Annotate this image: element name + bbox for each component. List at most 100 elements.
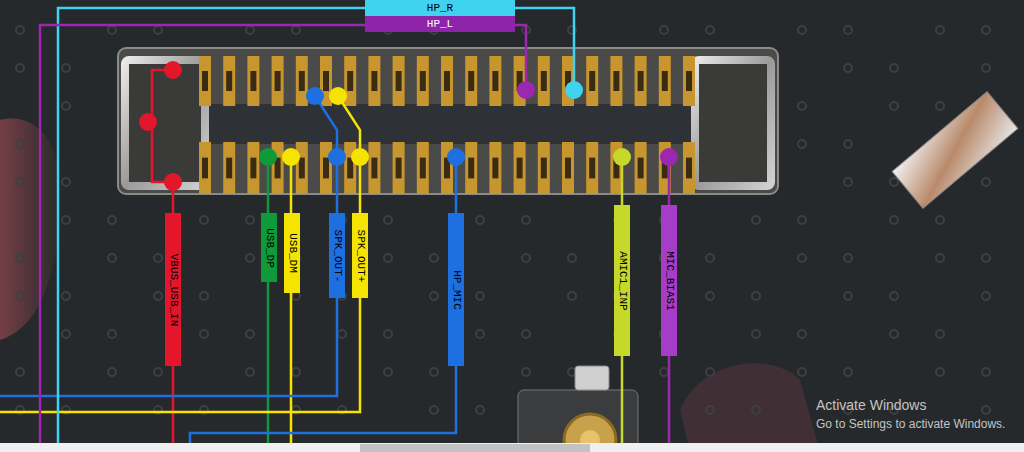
via xyxy=(844,140,852,148)
via xyxy=(568,292,576,300)
via xyxy=(844,254,852,262)
via xyxy=(384,216,392,224)
via xyxy=(890,292,898,300)
connector-pin xyxy=(465,142,477,194)
via xyxy=(62,102,70,110)
signal-wires xyxy=(0,8,669,452)
via xyxy=(844,64,852,72)
via xyxy=(522,330,530,338)
via xyxy=(798,140,806,148)
via xyxy=(936,102,944,110)
via xyxy=(16,292,24,300)
via xyxy=(200,216,208,224)
signal-name: SPK_OUT- xyxy=(331,229,344,282)
via xyxy=(200,330,208,338)
signal-name: VBUS_USB_IN xyxy=(167,253,180,326)
signal-name: HP_L xyxy=(427,18,453,31)
connector-pin xyxy=(562,142,574,194)
signal-name: HP_R xyxy=(427,2,453,15)
via xyxy=(292,26,300,34)
flex-ribbon xyxy=(892,92,1018,208)
connector-pin xyxy=(417,56,429,106)
via xyxy=(936,216,944,224)
via xyxy=(16,254,24,262)
scrollbar-track xyxy=(0,443,1024,452)
connector-pin xyxy=(635,142,647,194)
connector-pin xyxy=(320,142,332,194)
coax-connector xyxy=(518,366,638,452)
via xyxy=(430,368,438,376)
via xyxy=(292,292,300,300)
via xyxy=(246,254,254,262)
connector-pin xyxy=(610,56,622,106)
via xyxy=(338,330,346,338)
board-connector xyxy=(118,48,778,194)
via xyxy=(62,178,70,186)
signal-tag: VBUS_USB_IN xyxy=(165,213,181,366)
connector-pin xyxy=(586,142,598,194)
connector-pin xyxy=(296,142,308,194)
net-label-box: HP_L xyxy=(365,16,515,32)
connector-pin xyxy=(272,56,284,106)
connector-pin xyxy=(465,56,477,106)
via xyxy=(982,368,990,376)
via xyxy=(890,178,898,186)
via xyxy=(476,292,484,300)
signal-tag: MIC_BIAS1 xyxy=(661,205,677,356)
via xyxy=(16,140,24,148)
via xyxy=(568,254,576,262)
via xyxy=(982,178,990,186)
connector-pin xyxy=(223,142,235,194)
via xyxy=(246,330,254,338)
signal-tag: HP_MIC xyxy=(448,213,464,366)
via xyxy=(798,368,806,376)
via xyxy=(292,368,300,376)
watermark-shape xyxy=(680,363,820,452)
via xyxy=(844,292,852,300)
pad-markers xyxy=(139,61,678,191)
via xyxy=(890,102,898,110)
signal-tag: SPK_OUT- xyxy=(329,213,345,298)
connector-pin xyxy=(296,56,308,106)
via xyxy=(62,292,70,300)
signal-name: HP_MIC xyxy=(450,270,463,310)
via xyxy=(522,254,530,262)
connector-pin xyxy=(393,56,405,106)
via xyxy=(62,216,70,224)
via xyxy=(706,26,714,34)
via xyxy=(982,64,990,72)
via xyxy=(752,330,760,338)
via xyxy=(154,292,162,300)
via xyxy=(936,254,944,262)
via xyxy=(108,254,116,262)
connector-pin xyxy=(368,142,380,194)
connector-pin xyxy=(489,142,501,194)
via xyxy=(982,292,990,300)
via xyxy=(108,330,116,338)
via xyxy=(706,406,714,414)
via xyxy=(890,330,898,338)
via xyxy=(660,26,668,34)
via xyxy=(798,26,806,34)
connector-pin xyxy=(683,142,695,194)
connector-pin xyxy=(344,142,356,194)
via xyxy=(706,254,714,262)
via xyxy=(522,216,530,224)
connector-pin xyxy=(538,56,550,106)
os-watermark: Activate Windows xyxy=(816,397,926,413)
via xyxy=(982,26,990,34)
via xyxy=(476,216,484,224)
via xyxy=(936,330,944,338)
via xyxy=(62,330,70,338)
via xyxy=(844,26,852,34)
via xyxy=(16,64,24,72)
via xyxy=(430,292,438,300)
via xyxy=(108,216,116,224)
via xyxy=(154,26,162,34)
via xyxy=(384,368,392,376)
connector-pin xyxy=(586,56,598,106)
via xyxy=(246,368,254,376)
via xyxy=(936,26,944,34)
